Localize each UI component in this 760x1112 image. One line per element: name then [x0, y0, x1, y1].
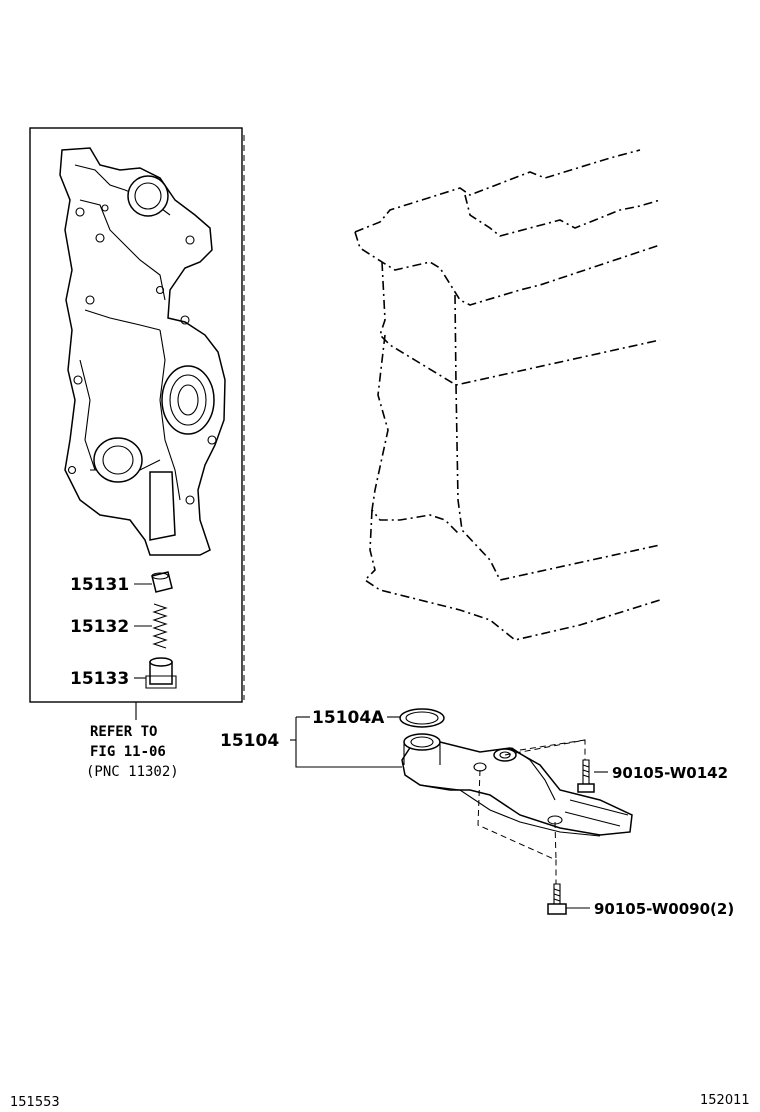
bolt-90105-w0142 — [577, 759, 595, 793]
bolt-90105-w0090 — [547, 883, 567, 915]
spring-15132 — [152, 603, 168, 649]
label-15104a: 15104A — [312, 708, 385, 728]
label-15131: 15131 — [70, 575, 129, 595]
oil-strainer-15104 — [401, 733, 633, 837]
relief-valve-15133 — [145, 657, 177, 689]
label-bolt-w0142: 90105-W0142 — [612, 764, 728, 782]
refer-line-1: REFER TO — [90, 724, 157, 740]
refer-line-2: FIG 11-06 — [90, 744, 166, 760]
plug-15131 — [151, 571, 173, 593]
label-15132: 15132 — [70, 617, 129, 637]
footer-left-code: 151553 — [10, 1095, 60, 1110]
label-15104: 15104 — [220, 731, 279, 751]
refer-line-3: (PNC 11302) — [86, 764, 179, 780]
label-15133: 15133 — [70, 669, 129, 689]
timing-chain-cover — [59, 147, 226, 556]
label-bolt-w0090: 90105-W0090(2) — [594, 900, 734, 918]
engine-block-outline — [354, 149, 661, 641]
footer-right-code: 152011 — [700, 1093, 750, 1108]
